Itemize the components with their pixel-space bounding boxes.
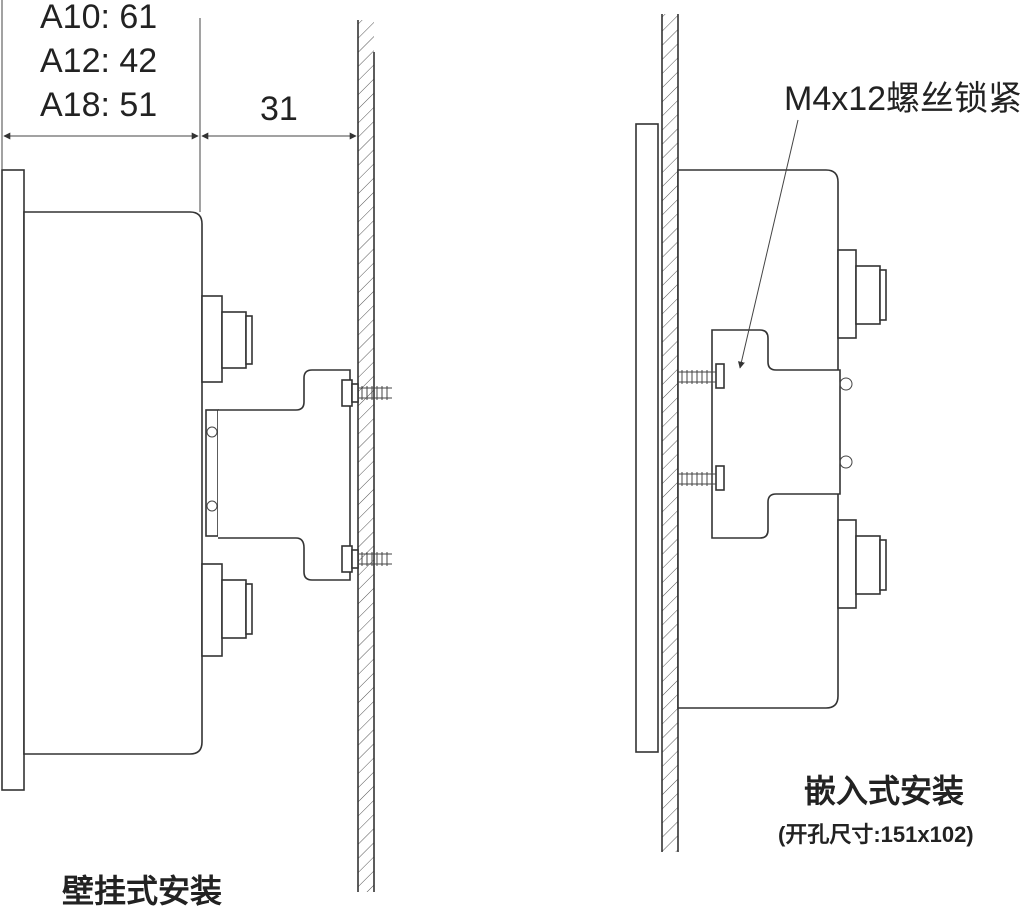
panel-mount-view: M4x12螺丝锁紧 嵌入式安装 (开孔尺寸:151x102)	[635, 14, 1022, 852]
lower-terminal	[201, 563, 253, 657]
upper-terminal	[201, 295, 253, 383]
upper-wall-screw	[341, 379, 392, 407]
panel-lower-screw	[678, 465, 725, 491]
meter-housing	[23, 211, 203, 755]
wall-bracket	[218, 369, 351, 581]
screw-note-leader	[738, 119, 799, 369]
panel-mount-caption: 嵌入式安装	[804, 773, 964, 809]
panel-bracket	[711, 329, 841, 539]
cutout-size: (开孔尺寸:151x102)	[778, 822, 974, 847]
panel-wall	[662, 14, 678, 852]
panel-front-bezel	[635, 123, 659, 753]
wall-mount-caption: 壁挂式安装	[62, 873, 222, 908]
panel-upper-terminal	[837, 249, 887, 339]
lower-wall-screw	[341, 545, 392, 573]
panel-upper-screw	[678, 363, 725, 389]
dim-a10: A10: 61	[40, 0, 157, 36]
wall-mount-view: A10: 61 A12: 42 A18: 51 31 壁挂式安装	[1, 0, 392, 908]
wall-left	[358, 20, 374, 892]
dim-a12: A12: 42	[40, 42, 157, 80]
panel-lower-terminal	[837, 519, 887, 609]
gap-dim-label: 31	[260, 90, 298, 128]
dim-a18: A18: 51	[40, 86, 157, 124]
screw-note: M4x12螺丝锁紧	[784, 80, 1022, 118]
front-bezel	[1, 169, 25, 791]
